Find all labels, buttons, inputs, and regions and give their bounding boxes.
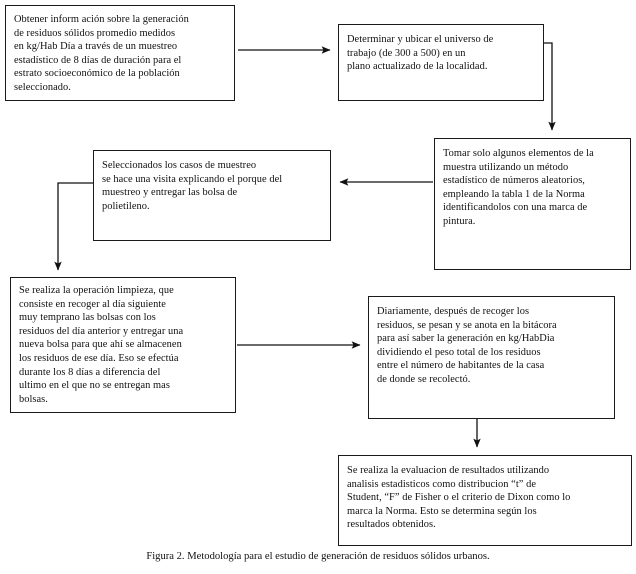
- edge-n4-to-n5: [54, 182, 93, 271]
- flow-node-operacion-limpieza[interactable]: Se realiza la operación limpieza, que co…: [10, 277, 236, 413]
- flow-node-tomar-elementos-muestra[interactable]: Tomar solo algunos elementos de la muest…: [434, 138, 631, 270]
- figure-caption: Figura 2. Metodología para el estudio de…: [146, 551, 490, 562]
- flow-node-determinar-universo[interactable]: Determinar y ubicar el universo de traba…: [338, 24, 544, 101]
- flow-node-visita-entrega-bolsas[interactable]: Seleccionados los casos de muestreo se h…: [93, 150, 331, 241]
- flow-node-obtener-informacion[interactable]: Obtener inform ación sobre la generación…: [5, 5, 235, 101]
- flow-node-pesaje-bitacora[interactable]: Diariamente, después de recoger los resi…: [368, 296, 615, 419]
- flow-node-evaluacion-estadistica[interactable]: Se realiza la evaluacion de resultados u…: [338, 455, 632, 546]
- edge-n2-to-n3: [544, 42, 556, 131]
